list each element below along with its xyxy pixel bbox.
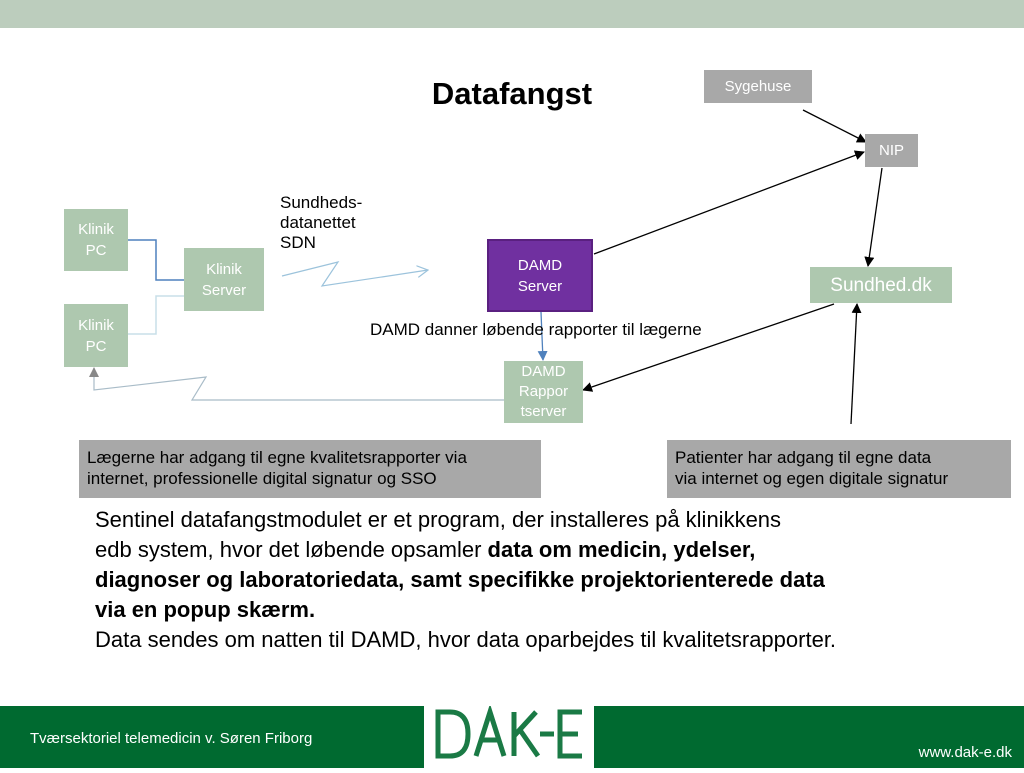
klinik-server-node: Klinik Server — [184, 248, 264, 311]
patients-note-line1: Patienter har adgang til egne data — [675, 448, 932, 467]
arrow-sygehuse-nip — [802, 109, 867, 143]
klinik-pc-node-2: Klinik PC — [64, 304, 128, 367]
connector-pc1-server — [128, 239, 184, 281]
arrow-sundhed-rapport — [582, 303, 835, 392]
doctors-note-line1: Lægerne har adgang til egne kvalitetsrap… — [87, 448, 467, 467]
arrow-patients-sundhed — [850, 303, 862, 425]
sdn-label-line1: Sundheds- — [280, 193, 363, 212]
arrow-damd-rapport — [537, 311, 548, 361]
body-line-3: diagnoser og laboratoriedata, samt speci… — [95, 565, 975, 595]
body-line-2-bold: data om medicin, ydelser, — [487, 537, 756, 562]
doctors-note-line2: internet, professionelle digital signatu… — [87, 469, 437, 488]
return-lightning-line — [89, 367, 504, 401]
sdn-label-line2: datanettet — [280, 213, 356, 232]
body-line-1: Sentinel datafangstmodulet er et program… — [95, 507, 782, 532]
klinik-server-line2: Server — [201, 281, 247, 299]
connector-pc2-server — [128, 295, 184, 335]
klinik-pc-2-line1: Klinik — [78, 316, 114, 334]
damd-rapportserver-line3: tserver — [520, 403, 567, 420]
damd-server-line1: DAMD — [517, 256, 563, 274]
patients-access-note: Patienter har adgang til egne data via i… — [667, 440, 1011, 498]
body-line-2: edb system, hvor det løbende opsamler da… — [95, 535, 975, 565]
page-title: Datafangst — [431, 76, 593, 111]
dak-e-logo-mark — [435, 703, 582, 759]
nip-label: NIP — [878, 142, 904, 159]
sundhed-dk-label: Sundhed.dk — [830, 274, 932, 296]
damd-server-node: DAMD Server — [487, 239, 593, 312]
body-line-4-bold: via en popup skærm. — [95, 597, 316, 622]
damd-server-line2: Server — [517, 277, 563, 295]
top-bar — [0, 0, 1024, 28]
doctors-access-note: Lægerne har adgang til egne kvalitetsrap… — [79, 440, 541, 498]
klinik-server-line1: Klinik — [206, 260, 242, 278]
klinik-pc-1-line1: Klinik — [78, 221, 114, 238]
body-paragraph: Sentinel datafangstmodulet er et program… — [95, 505, 975, 655]
damd-rapportserver-node: DAMD Rappor tserver — [504, 361, 583, 423]
patients-note-line2: via internet og egen digitale signatur — [675, 469, 949, 488]
sdn-label: Sundheds- datanettet SDN — [280, 193, 362, 253]
body-line-5: Data sendes om natten til DAMD, hvor dat… — [95, 627, 837, 652]
arrow-nip-sundhed — [864, 167, 883, 267]
dak-e-logo — [424, 703, 594, 768]
sdn-lightning-arrow — [281, 261, 428, 287]
sundhed-dk-node: Sundhed.dk — [810, 267, 952, 303]
damd-rapportserver-line1: DAMD — [521, 363, 566, 380]
body-line-3-bold: diagnoser og laboratoriedata, samt speci… — [95, 567, 825, 592]
klinik-pc-1-line2: PC — [85, 242, 107, 259]
sdn-label-line3: SDN — [280, 233, 316, 252]
nip-node: NIP — [865, 134, 918, 167]
sygehuse-label: Sygehuse — [724, 78, 792, 95]
klinik-pc-node-1: Klinik PC — [64, 209, 128, 271]
damd-reports-label: DAMD danner løbende rapporter til lægern… — [370, 320, 702, 339]
footer-credit: Tværsektoriel telemedicin v. Søren Fribo… — [30, 730, 313, 747]
footer-website[interactable]: www.dak-e.dk — [918, 744, 1012, 761]
arrow-damd-nip — [593, 150, 865, 255]
sygehuse-node: Sygehuse — [704, 70, 812, 103]
body-line-4: via en popup skærm. — [95, 595, 975, 625]
damd-rapportserver-line2: Rappor — [518, 383, 569, 400]
body-line-2-plain: edb system, hvor det løbende opsamler — [95, 537, 488, 562]
klinik-pc-2-line2: PC — [85, 337, 107, 355]
